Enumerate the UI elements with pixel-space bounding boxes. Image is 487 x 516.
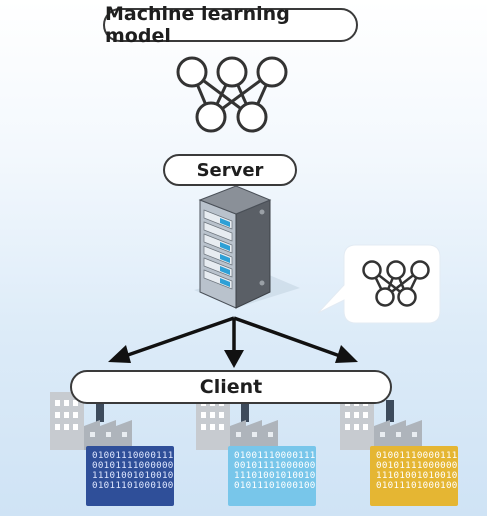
- server-label: Server: [163, 154, 297, 186]
- client-label: Client: [70, 370, 392, 404]
- neural-network-icon: [362, 260, 430, 307]
- model-label: Machine learning model: [103, 3, 358, 47]
- distribution-arrows: [108, 316, 358, 368]
- data-line: 01001110000111: [234, 450, 316, 461]
- data-line: 11101001010010: [376, 470, 458, 481]
- factory-icon: [340, 392, 422, 450]
- data-line: 11101001010010: [92, 470, 174, 481]
- data-line: 01011101000100: [234, 480, 316, 491]
- model-speech-bubble: [317, 244, 441, 324]
- data-line: 00101111000000: [92, 460, 174, 471]
- data-line: 11101001010010: [234, 470, 316, 481]
- server-rack-icon: [194, 185, 300, 309]
- data-line: 01011101000100: [376, 480, 458, 491]
- data-line: 01001110000111: [92, 450, 174, 461]
- neural-network-icon: [176, 56, 288, 133]
- data-line: 01011101000100: [92, 480, 174, 491]
- factory-icon: [196, 392, 278, 450]
- data-line: 01001110000111: [376, 450, 458, 461]
- data-line: 00101111000000: [376, 460, 458, 471]
- data-line: 00101111000000: [234, 460, 316, 471]
